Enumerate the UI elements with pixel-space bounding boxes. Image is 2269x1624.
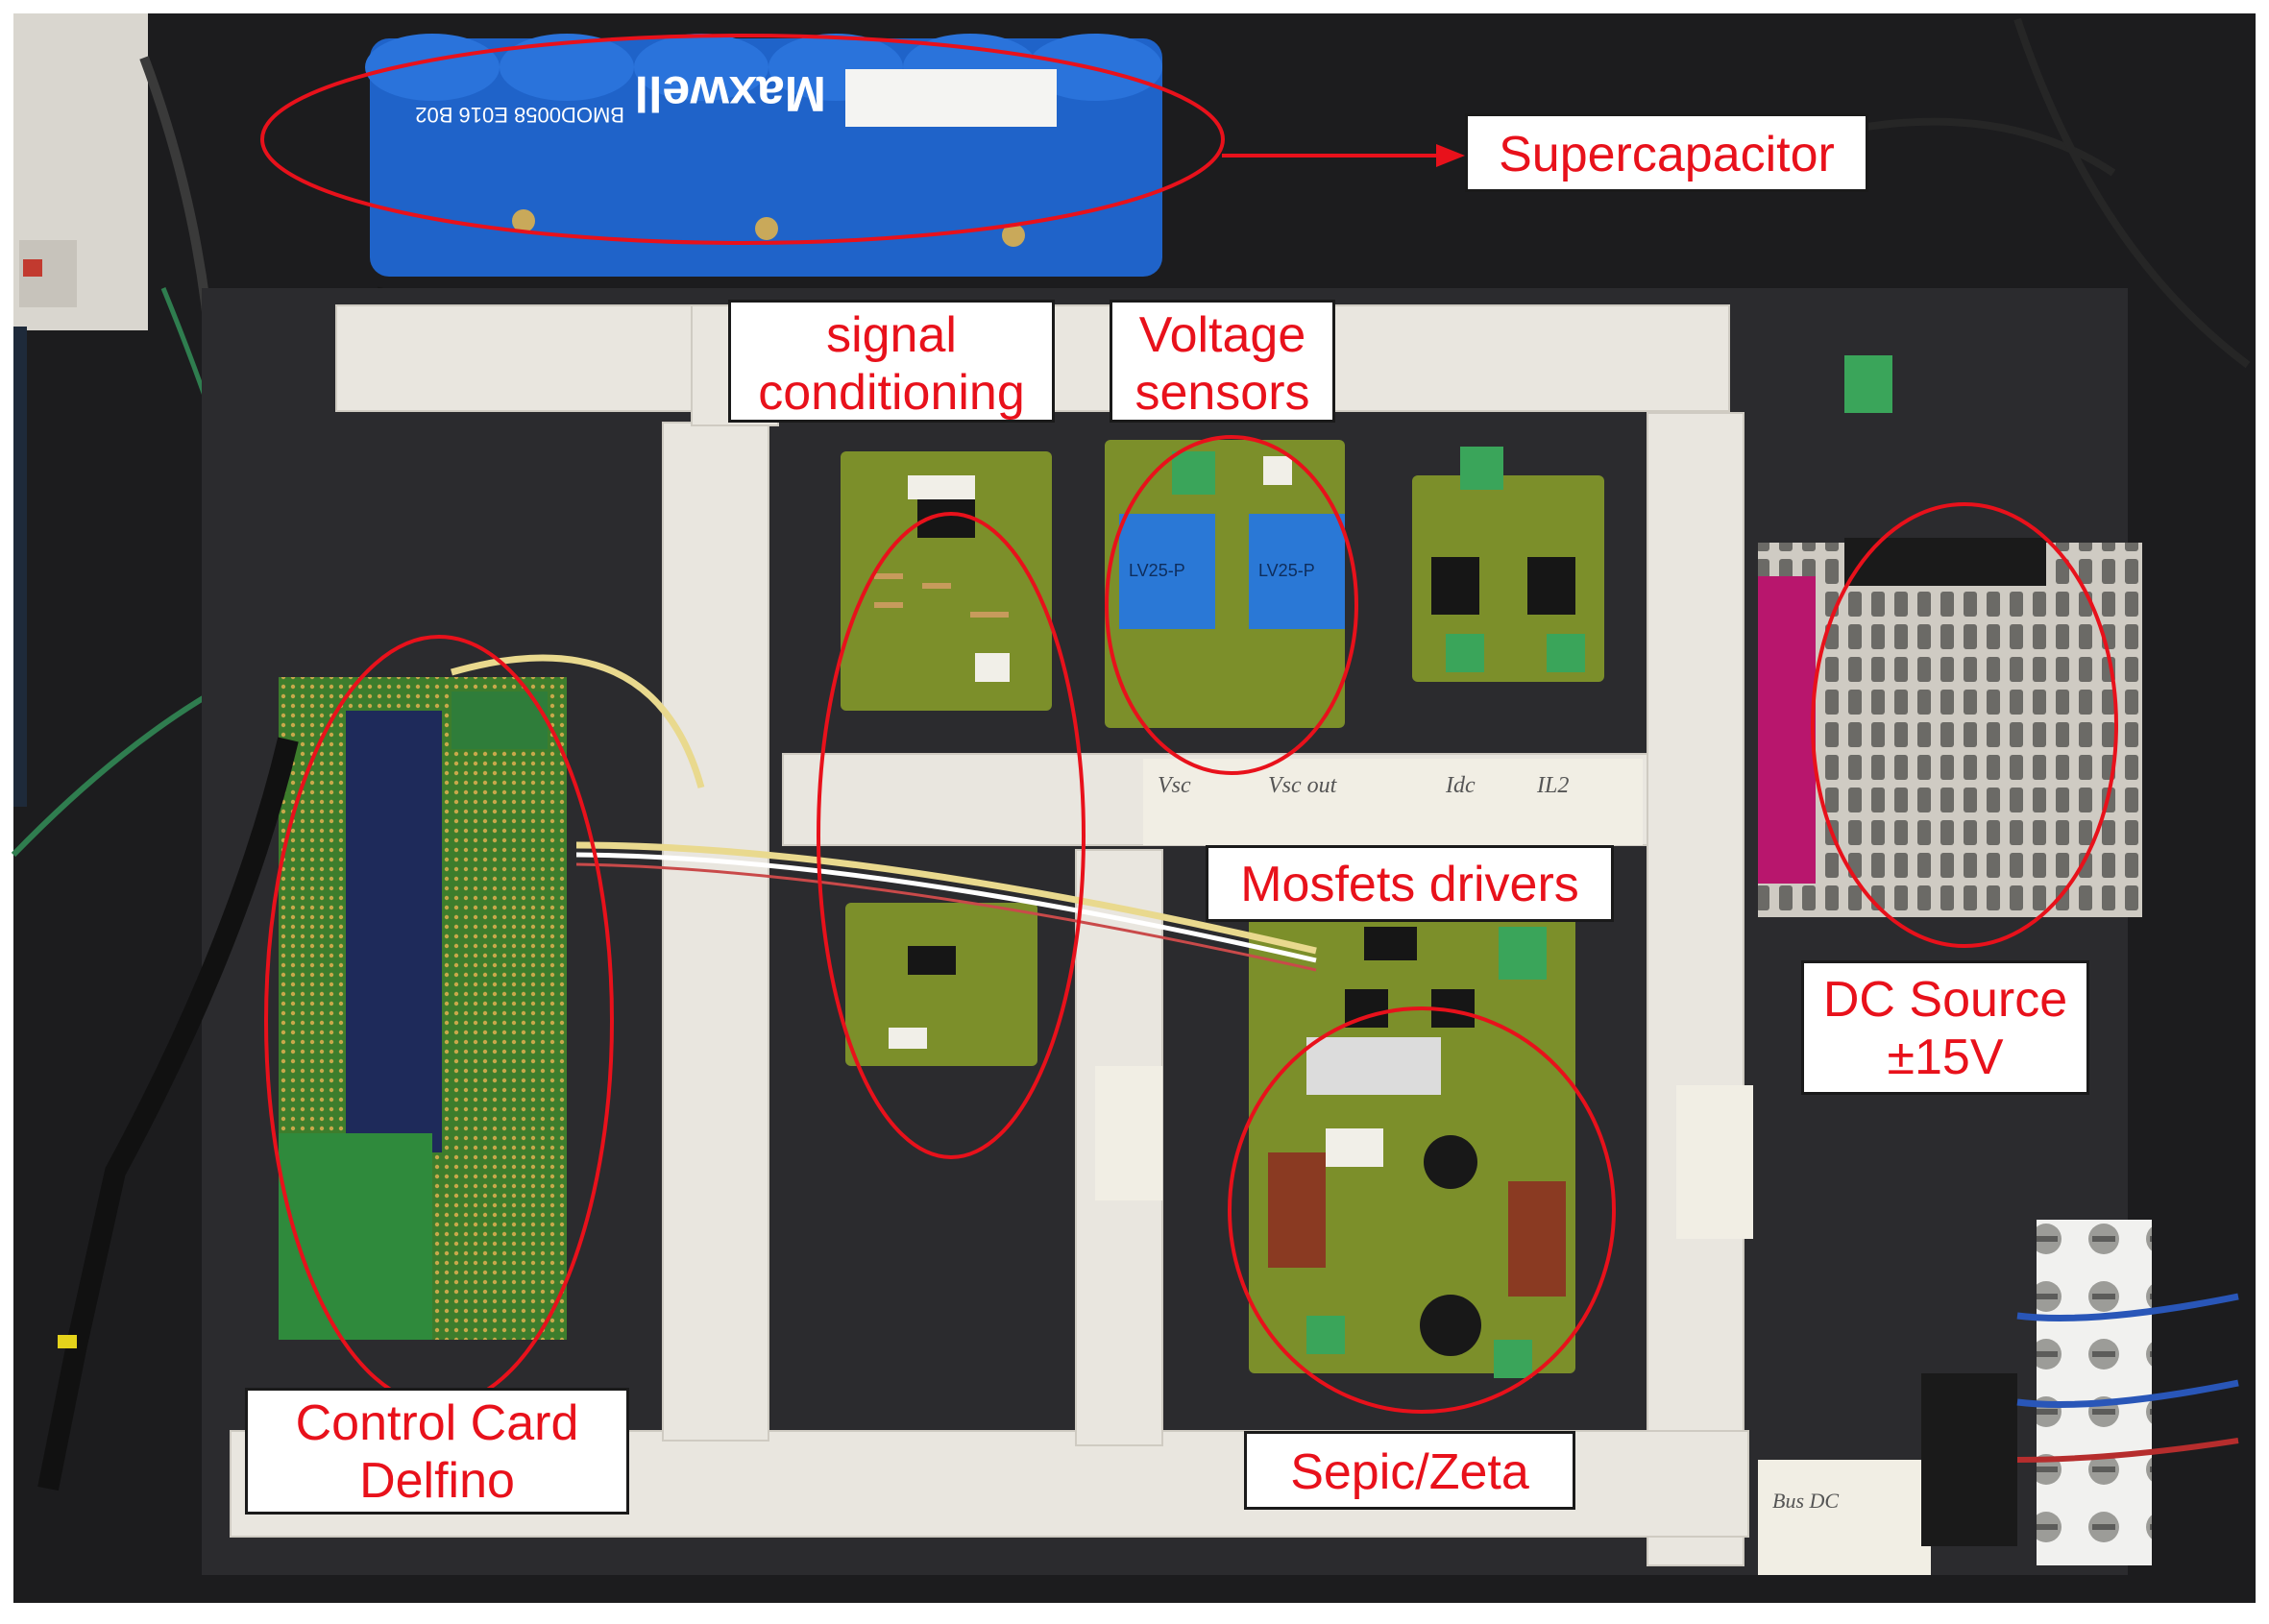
- label-supercapacitor: Supercapacitor: [1465, 113, 1868, 192]
- mosfet-drivers-board: [1249, 903, 1575, 1056]
- lv25-sensor-left: [1119, 514, 1215, 629]
- svg-text:Vsc: Vsc: [1158, 773, 1191, 798]
- label-voltage-sensors: Voltage sensors: [1110, 300, 1335, 423]
- ellipse-voltage-sensors: [1105, 435, 1358, 775]
- connector: [1844, 355, 1892, 413]
- label-signal-conditioning: signal conditioning: [728, 300, 1055, 423]
- ellipse-supercapacitor: [260, 34, 1225, 245]
- svg-text:Vsc out: Vsc out: [1268, 773, 1338, 798]
- signal-conditioning-board-bottom: [845, 903, 1037, 1066]
- sepic-zeta-board: [1249, 1037, 1575, 1378]
- svg-text:IL2: IL2: [1536, 773, 1569, 798]
- control-card-board: [279, 677, 567, 1340]
- supercap-brand-text: Maxwell: [635, 65, 826, 121]
- svg-text:Idc: Idc: [1445, 773, 1476, 798]
- label-control-card: Control Card Delfino: [245, 1388, 629, 1515]
- label-dc-source: DC Source ±15V: [1801, 960, 2089, 1095]
- label-mosfets-drivers: Mosfets drivers: [1206, 845, 1614, 922]
- ellipse-sepic-zeta: [1228, 1006, 1616, 1414]
- svg-text:LV25-P: LV25-P: [1258, 561, 1315, 580]
- ellipse-dc-source: [1811, 502, 2118, 948]
- voltage-sensors-board: LV25-P LV25-P: [1105, 440, 1345, 728]
- label-sepic-zeta: Sepic/Zeta: [1244, 1431, 1575, 1510]
- supercapacitor-module: Maxwell BMOD0058 E016 B02: [365, 34, 1162, 277]
- signal-conditioning-board-top: [841, 451, 1052, 711]
- svg-text:Bus DC: Bus DC: [1772, 1489, 1839, 1513]
- current-sensors-board: [1412, 447, 1604, 682]
- svg-text:LV25-P: LV25-P: [1129, 561, 1185, 580]
- terminal-block: [1921, 1220, 2239, 1565]
- oscilloscope-probe: [37, 737, 299, 1491]
- supercapacitor-arrowhead: [1436, 144, 1465, 167]
- ellipse-signal-conditioning: [817, 512, 1086, 1159]
- lv25-sensor-right: [1249, 514, 1345, 629]
- supercap-model-text: BMOD0058 E016 B02: [415, 103, 624, 127]
